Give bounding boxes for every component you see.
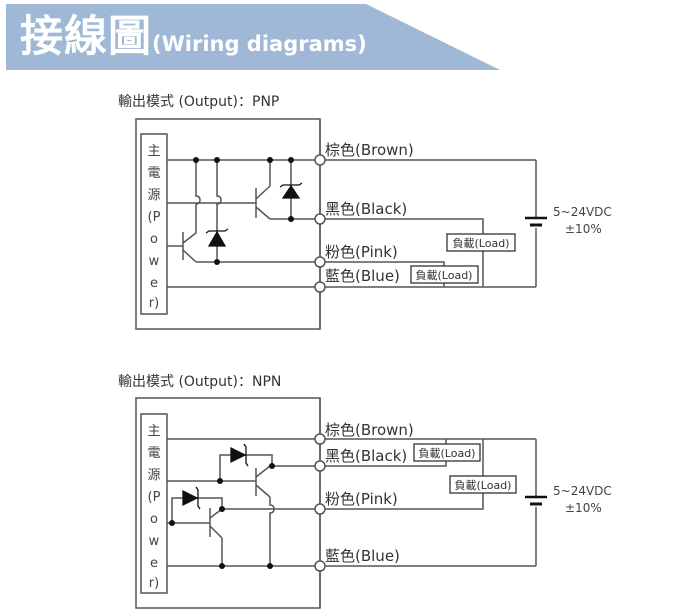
npn-supply-tolerance: ±10% (565, 501, 602, 515)
pnp-load-black: 負載(Load) (446, 233, 516, 252)
svg-text:電: 電 (147, 166, 160, 181)
pnp-wire-pink: 粉色(Pink) (325, 243, 398, 261)
page-title: 接線圖(Wiring diagrams) (20, 8, 367, 73)
svg-text:電: 電 (147, 446, 160, 461)
title-english: (Wiring diagrams) (152, 32, 367, 56)
npn-battery-icon (525, 495, 547, 506)
pnp-supply-tolerance: ±10% (565, 222, 602, 236)
npn-sensor-housing (135, 397, 321, 609)
svg-text:主: 主 (147, 424, 160, 439)
pnp-supply-voltage: 5~24VDC (553, 205, 612, 219)
npn-wire-pink: 粉色(Pink) (325, 490, 398, 508)
pnp-zener-diode-1 (281, 184, 301, 199)
pnp-wire-brown: 棕色(Brown) (325, 141, 414, 159)
npn-mode-label: 輸出模式 (Output)：NPN (118, 374, 281, 390)
svg-text:e: e (150, 556, 158, 571)
svg-text:r): r) (149, 576, 159, 591)
pnp-zener-diode-2 (207, 230, 227, 247)
pnp-junctions (193, 157, 294, 265)
svg-text:e: e (150, 276, 158, 291)
svg-text:(P: (P (148, 210, 161, 225)
svg-text:負載(Load): 負載(Load) (455, 479, 512, 492)
npn-load-black: 負載(Load) (413, 443, 481, 462)
npn-wire-black: 黑色(Black) (325, 447, 407, 465)
pnp-terminals (314, 154, 326, 293)
banner-background (6, 4, 500, 70)
header-banner: 接線圖(Wiring diagrams) (6, 4, 500, 70)
npn-wire-brown: 棕色(Brown) (325, 421, 414, 439)
svg-text:w: w (149, 254, 160, 269)
npn-wire-blue: 藍色(Blue) (325, 547, 400, 565)
pnp-load-pink: 負載(Load) (410, 265, 479, 284)
pnp-power-box (140, 133, 168, 315)
svg-text:(P: (P (148, 490, 161, 505)
title-cjk: 接線圖 (20, 12, 152, 62)
svg-text:源: 源 (147, 188, 160, 203)
pnp-mode-label: 輸出模式 (Output)：PNP (118, 94, 279, 110)
pnp-wire-black: 黑色(Black) (325, 200, 407, 218)
pnp-battery-icon (525, 216, 547, 227)
npn-zener-diode-1 (230, 446, 247, 464)
svg-text:負載(Load): 負載(Load) (419, 447, 476, 460)
npn-load-pink: 負載(Load) (449, 475, 517, 494)
svg-text:主: 主 (147, 144, 160, 159)
svg-text:w: w (149, 534, 160, 549)
npn-zener-diode-2 (182, 489, 199, 507)
npn-terminals (314, 433, 326, 572)
svg-text:o: o (150, 232, 158, 247)
npn-supply-voltage: 5~24VDC (553, 484, 612, 498)
npn-power-label: 主 電 源 (P o w e r) (147, 424, 160, 591)
npn-junctions (169, 463, 275, 569)
npn-power-box (140, 413, 168, 594)
svg-text:r): r) (149, 296, 159, 311)
svg-text:o: o (150, 512, 158, 527)
svg-text:源: 源 (147, 468, 160, 483)
pnp-wire-blue: 藍色(Blue) (325, 267, 400, 285)
svg-text:負載(Load): 負載(Load) (416, 269, 473, 282)
svg-text:負載(Load): 負載(Load) (453, 237, 510, 250)
pnp-power-label: 主 電 源 (P o w e r) (147, 144, 160, 311)
